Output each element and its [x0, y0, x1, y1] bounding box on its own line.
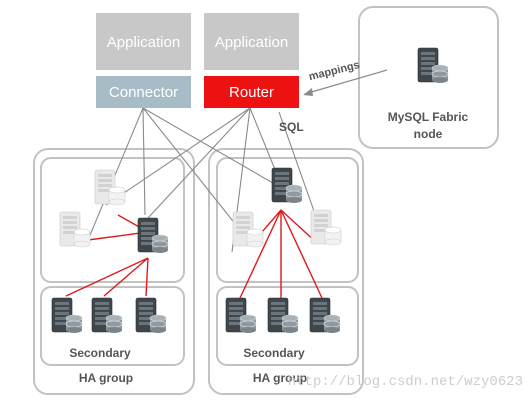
mappings-arrow [303, 69, 388, 96]
replication-links [65, 209, 323, 299]
ha-group-label-left: HA group [79, 371, 133, 385]
ha-group-left [33, 148, 195, 395]
secondary-server-icon [225, 297, 257, 334]
spare-server-icon [310, 209, 342, 246]
secondary-server-icon [267, 297, 299, 334]
application-right [204, 13, 299, 70]
secondary-area-right [216, 286, 359, 366]
sql-links [87, 107, 321, 253]
spare-server-icon [232, 211, 264, 248]
secondary-area-left [40, 286, 185, 366]
application-right-label: Application [215, 34, 288, 51]
spare-server-icon [59, 211, 91, 248]
router-box [204, 76, 299, 108]
secondary-label-left: Secondary [69, 346, 131, 360]
primary-server-icon [137, 217, 169, 254]
watermark: http://blog.csdn.net/wzy0623 [288, 374, 523, 390]
connector-box [96, 76, 191, 108]
primary-server-icon [271, 167, 303, 204]
ha-group-label-right: HA group [253, 371, 307, 385]
secondary-server-icon [91, 297, 123, 334]
router-label: Router [229, 84, 274, 101]
application-left [96, 13, 191, 70]
master-area-right [216, 157, 359, 283]
spare-server-icon [94, 169, 126, 206]
secondary-server-icon [51, 297, 83, 334]
connector-label: Connector [109, 84, 178, 101]
fabric-node-line2: node [414, 127, 443, 141]
application-left-label: Application [107, 34, 180, 51]
secondary-label-right: Secondary [243, 346, 305, 360]
fabric-node-line1: MySQL Fabric [388, 110, 469, 124]
ha-group-right [208, 148, 364, 395]
secondary-server-icon [309, 297, 341, 334]
master-area-left [40, 157, 185, 283]
secondary-server-icon [135, 297, 167, 334]
sql-label: SQL [279, 120, 304, 134]
